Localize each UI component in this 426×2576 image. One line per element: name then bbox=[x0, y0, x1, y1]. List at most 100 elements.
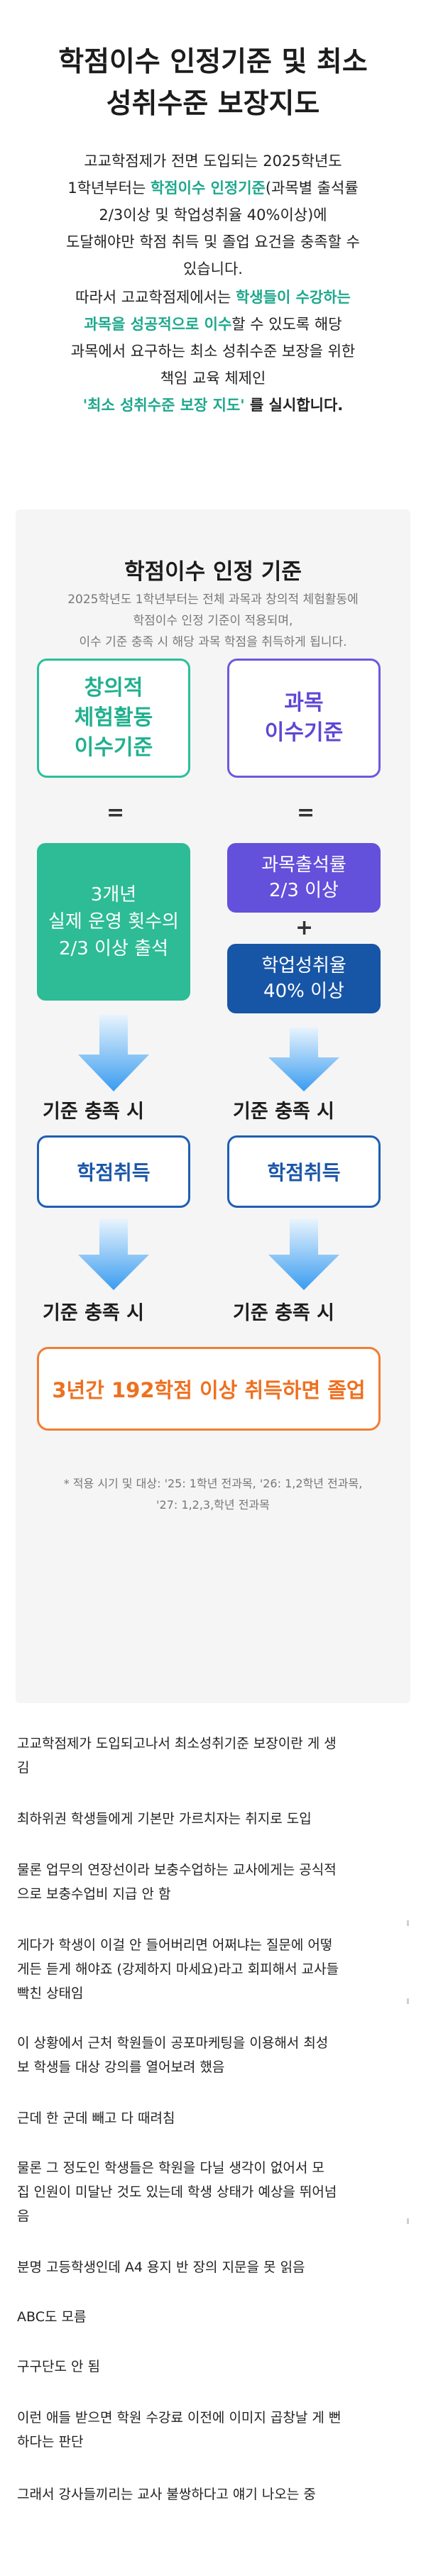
divider-mark bbox=[407, 1920, 409, 1926]
comment-paragraph: 구구단도 안 됨 bbox=[17, 2355, 409, 2379]
down-arrow-icon bbox=[78, 1015, 149, 1091]
highlight-text: 학점이수 인정기준 bbox=[150, 180, 266, 197]
highlight-text: 과목을 성공적으로 이수 bbox=[84, 316, 232, 333]
box-line: 체험활동 bbox=[74, 705, 153, 730]
graduation-requirement-box: 3년간 192학점 이상 취득하면 졸업 bbox=[37, 1347, 381, 1431]
box-line: 3개년 bbox=[90, 884, 137, 906]
box-line: 과목 bbox=[284, 690, 324, 715]
credit-criteria-infographic: 학점이수 인정 기준 2025학년도 1학년부터는 전체 과목과 창의적 체험활… bbox=[16, 510, 410, 1703]
credit-acquired-box: 학점취득 bbox=[227, 1135, 381, 1208]
comment-line: 최하위권 학생들에게 기본만 가르치자는 취지로 도입 bbox=[17, 1811, 312, 1827]
intro-description: 고교학점제가 전면 도입되는 2025학년도 1학년부터는 학점이수 인정기준(… bbox=[21, 148, 405, 419]
footnote-line: '27: 1,2,3,학년 전과목 bbox=[156, 1498, 270, 1512]
footnote-line: * 적용 시기 및 대상: '25: 1학년 전과목, '26: 1,2학년 전… bbox=[63, 1477, 363, 1490]
intro-text: 있습니다. bbox=[183, 260, 243, 277]
box-line: 과목출석률 bbox=[261, 854, 346, 876]
attendance-condition-box: 3개년 실제 운영 횟수의 2/3 이상 출석 bbox=[37, 843, 190, 1001]
box-line: 실제 운영 횟수의 bbox=[48, 911, 179, 932]
comment-line: 빡친 상태임 bbox=[17, 1986, 84, 2001]
intro-text: 따라서 고교학점제에서는 bbox=[75, 289, 236, 306]
comment-paragraph: 그래서 강사들끼리는 교사 불쌍하다고 얘기 나오는 중 bbox=[17, 2482, 409, 2506]
divider-mark bbox=[407, 1998, 409, 2004]
box-line: 2/3 이상 출석 bbox=[58, 938, 169, 959]
intro-text: 할 수 있도록 해당 bbox=[231, 316, 342, 333]
down-arrow-icon bbox=[268, 1219, 339, 1290]
box-line: 이수기준 bbox=[264, 720, 344, 745]
comment-line: 으로 보충수업비 지급 안 함 bbox=[17, 1886, 171, 1902]
intro-text: 1학년부터는 bbox=[67, 180, 151, 197]
comment-line: 하다는 판단 bbox=[17, 2434, 84, 2450]
subtitle-line: 2025학년도 1학년부터는 전체 과목과 창의적 체험활동에 bbox=[67, 593, 359, 607]
title-line: 성취수준 보장지도 bbox=[106, 88, 320, 120]
comment-line: 게든 듣게 해야죠 (강제하지 마세요)라고 회피해서 교사들 bbox=[17, 1961, 339, 1977]
comment-paragraph: 최하위권 학생들에게 기본만 가르치자는 취지로 도입 bbox=[17, 1807, 409, 1831]
comment-line: 분명 고등학생인데 A4 용지 반 장의 지문을 못 읽음 bbox=[17, 2259, 305, 2275]
creative-activity-criteria-box: 창의적 체험활동 이수기준 bbox=[37, 659, 190, 778]
intro-text: 2/3이상 및 학업성취율 40%이상)에 bbox=[99, 207, 327, 224]
comment-paragraph: 이런 애들 받으면 학원 수강료 이전에 이미지 곱창날 게 뻔 하다는 판단 bbox=[17, 2406, 409, 2454]
criteria-met-label: 기준 충족 시 bbox=[233, 1101, 334, 1123]
comment-line: 보 학생들 대상 강의를 열어보려 했음 bbox=[17, 2059, 225, 2075]
comment-line: 게다가 학생이 이걸 안 들어버리면 어쩌냐는 질문에 어떻 bbox=[17, 1937, 333, 1953]
box-line: 이수기준 bbox=[74, 735, 153, 760]
comment-line: 구구단도 안 됨 bbox=[17, 2359, 100, 2374]
subtitle-line: 이수 기준 충족 시 해당 과목 학점을 취득하게 됩니다. bbox=[79, 635, 347, 649]
page-title: 학점이수 인정기준 및 최소 성취수준 보장지도 bbox=[21, 41, 405, 125]
intro-text: 도달해야만 학점 취득 및 졸업 요건을 충족할 수 bbox=[66, 233, 360, 251]
comment-line: 음 bbox=[17, 2208, 30, 2224]
credit-label: 학점취득 bbox=[77, 1161, 151, 1184]
comment-paragraph: 고교학점제가 도입되고나서 최소성취기준 보장이란 게 생 김 bbox=[17, 1732, 409, 1780]
intro-text: 를 실시합니다. bbox=[244, 397, 344, 414]
intro-text: (과목별 출석률 bbox=[265, 180, 359, 197]
comment-paragraph: 이 상황에서 근처 학원들이 공포마케팅을 이용해서 최성 보 학생들 대상 강… bbox=[17, 2031, 409, 2079]
highlight-text: '최소 성취수준 보장 지도' bbox=[82, 397, 245, 414]
credit-label: 학점취득 bbox=[267, 1161, 341, 1184]
comment-paragraph: 게다가 학생이 이걸 안 들어버리면 어쩌냐는 질문에 어떻 게든 듣게 해야죠… bbox=[17, 1933, 409, 2005]
divider-mark bbox=[407, 2218, 409, 2224]
box-line: 학업성취율 bbox=[261, 955, 346, 976]
comment-paragraph: 물론 그 정도인 학생들은 학원을 다닐 생각이 없어서 모 집 인원이 미달난… bbox=[17, 2156, 409, 2228]
box-line: 40% 이상 bbox=[263, 981, 344, 1002]
equals-sign: = bbox=[297, 800, 315, 825]
box-line: 창의적 bbox=[84, 676, 143, 700]
applicability-footnote: * 적용 시기 및 대상: '25: 1학년 전과목, '26: 1,2학년 전… bbox=[16, 1473, 410, 1516]
comment-line: 이 상황에서 근처 학원들이 공포마케팅을 이용해서 최성 bbox=[17, 2035, 329, 2051]
title-line: 학점이수 인정기준 및 최소 bbox=[58, 46, 368, 78]
highlight-text: 학생들이 수강하는 bbox=[236, 289, 351, 306]
comment-paragraph: 분명 고등학생인데 A4 용지 반 장의 지문을 못 읽음 bbox=[17, 2255, 409, 2279]
intro-paragraph-1: 고교학점제가 전면 도입되는 2025학년도 1학년부터는 학점이수 인정기준(… bbox=[21, 148, 405, 282]
criteria-met-label: 기준 충족 시 bbox=[43, 1101, 144, 1123]
comment-paragraph: 물론 업무의 연장선이라 보충수업하는 교사에게는 공식적 으로 보충수업비 지… bbox=[17, 1858, 409, 1906]
comment-paragraph: 근데 한 군데 빼고 다 때려침 bbox=[17, 2106, 409, 2130]
infographic-subtitle: 2025학년도 1학년부터는 전체 과목과 창의적 체험활동에 학점이수 인정 … bbox=[16, 589, 410, 653]
comment-line: 이런 애들 받으면 학원 수강료 이전에 이미지 곱창날 게 뻔 bbox=[17, 2410, 342, 2426]
down-arrow-icon bbox=[268, 1028, 339, 1091]
infographic-title: 학점이수 인정 기준 bbox=[124, 559, 302, 585]
equals-sign: = bbox=[106, 800, 125, 825]
criteria-met-label: 기준 충족 시 bbox=[43, 1302, 144, 1324]
comment-line: 집 인원이 미달난 것도 있는데 학생 상태가 예상을 뛰어넘 bbox=[17, 2184, 337, 2200]
intro-section: 학점이수 인정기준 및 최소 성취수준 보장지도 고교학점제가 전면 도입되는 … bbox=[0, 0, 426, 419]
intro-text: 책임 교육 체제인 bbox=[160, 370, 266, 387]
box-line: 2/3 이상 bbox=[269, 880, 339, 901]
down-arrow-icon bbox=[78, 1219, 149, 1290]
comment-line: 김 bbox=[17, 1760, 30, 1776]
plus-sign: + bbox=[295, 915, 314, 940]
achievement-rate-box: 학업성취율 40% 이상 bbox=[227, 944, 381, 1013]
comment-line: 물론 그 정도인 학생들은 학원을 다닐 생각이 없어서 모 bbox=[17, 2160, 324, 2176]
credit-acquired-box: 학점취득 bbox=[37, 1135, 190, 1208]
comment-paragraph: ABC도 모름 bbox=[17, 2305, 409, 2329]
intro-text: 과목에서 요구하는 최소 성취수준 보장을 위한 bbox=[70, 343, 356, 360]
subject-attendance-box: 과목출석률 2/3 이상 bbox=[227, 843, 381, 913]
subject-criteria-box: 과목 이수기준 bbox=[227, 659, 381, 778]
criteria-met-label: 기준 충족 시 bbox=[233, 1302, 334, 1324]
comment-line: 그래서 강사들끼리는 교사 불쌍하다고 얘기 나오는 중 bbox=[17, 2487, 316, 2502]
comment-line: 고교학점제가 도입되고나서 최소성취기준 보장이란 게 생 bbox=[17, 1736, 337, 1751]
intro-text: 고교학점제가 전면 도입되는 2025학년도 bbox=[84, 153, 342, 170]
graduation-text: 3년간 192학점 이상 취득하면 졸업 bbox=[52, 1378, 366, 1402]
comment-line: 근데 한 군데 빼고 다 때려침 bbox=[17, 2110, 175, 2126]
subtitle-line: 학점이수 인정 기준이 적용되며, bbox=[133, 614, 293, 628]
intro-paragraph-2: 따라서 고교학점제에서는 학생들이 수강하는 과목을 성공적으로 이수할 수 있… bbox=[21, 284, 405, 419]
comment-line: 물론 업무의 연장선이라 보충수업하는 교사에게는 공식적 bbox=[17, 1862, 337, 1878]
